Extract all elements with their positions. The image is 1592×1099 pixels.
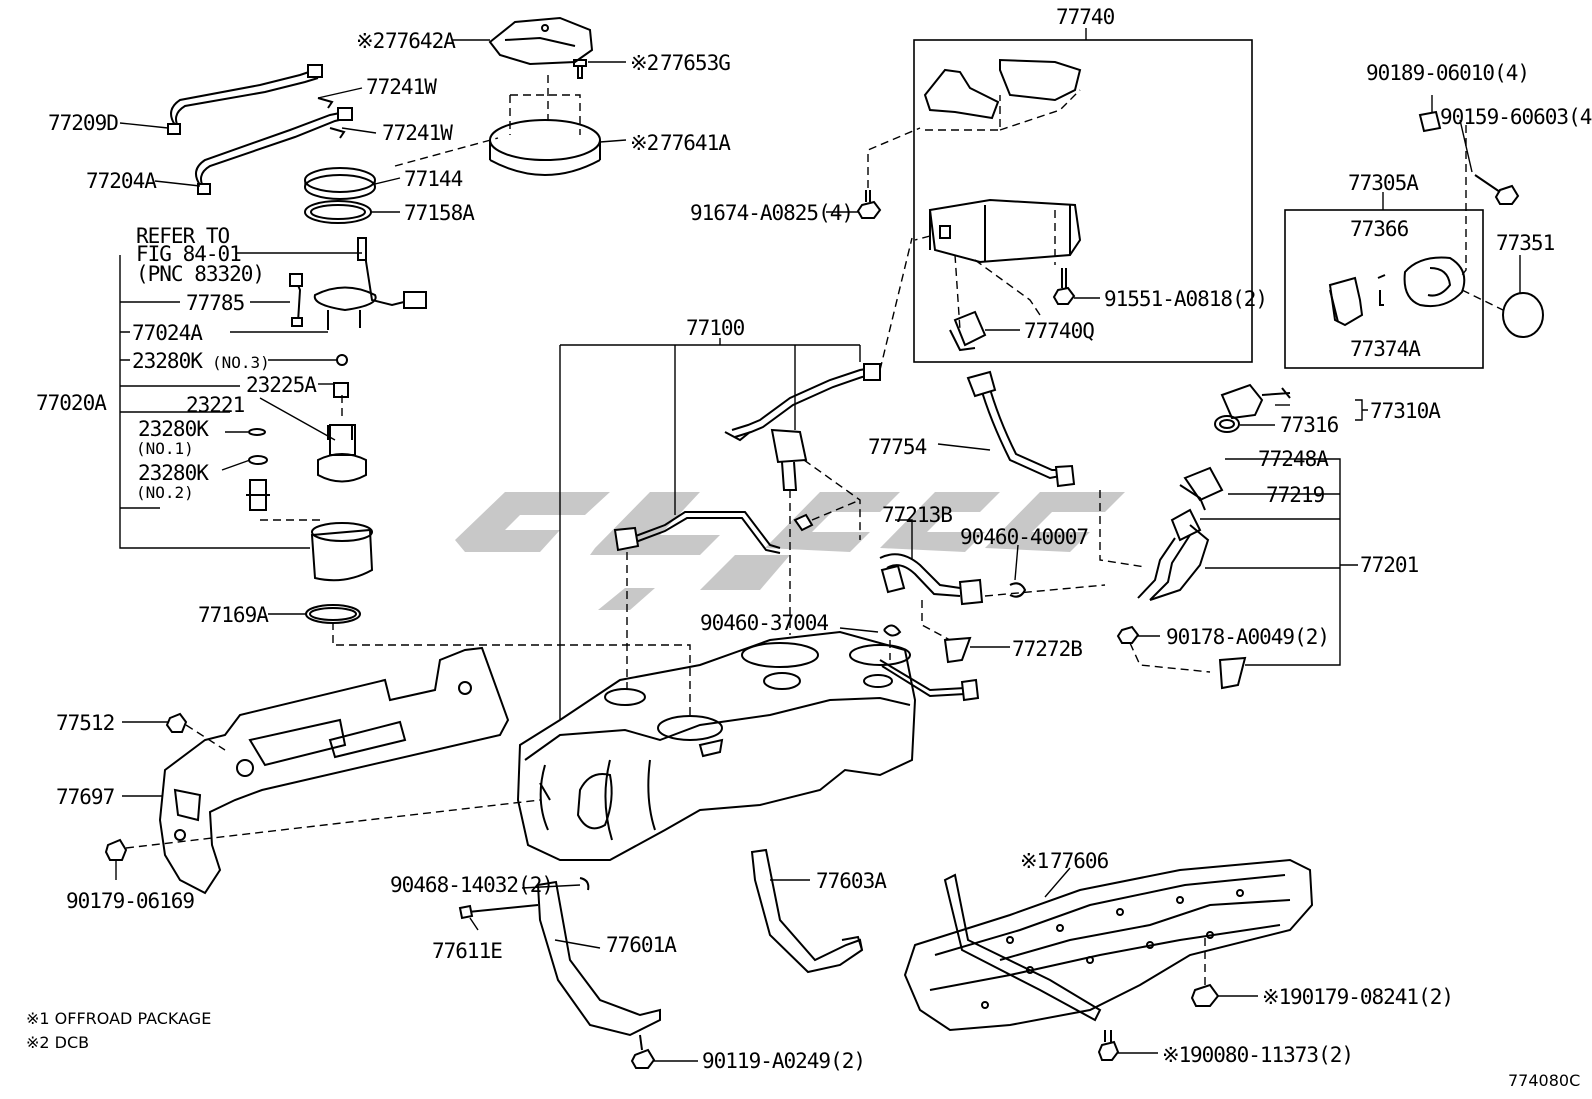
- part-labels: ※2 77642A ※2 77653G ※2 77641A 77209D 772…: [26, 5, 1592, 1090]
- tank-pipe-drawing: [613, 363, 881, 690]
- label-90460-37004: 90460-37004: [700, 611, 828, 635]
- label-77305A: 77305A: [1348, 171, 1419, 195]
- label-77603A: 77603A: [816, 869, 887, 893]
- label-77158A: 77158A: [404, 201, 475, 225]
- label-77169A: 77169A: [198, 603, 269, 627]
- label-77641A: 77641A: [660, 131, 731, 155]
- label-77248A: 77248A: [1258, 447, 1329, 471]
- label-23280K-no1: 23280K: [138, 417, 209, 441]
- label-77209D: 77209D: [48, 111, 118, 135]
- footnote-offroad: ※1 OFFROAD PACKAGE: [26, 1009, 211, 1028]
- label-77241W-upper: 77241W: [366, 75, 437, 99]
- label-77204A: 77204A: [86, 169, 157, 193]
- fuel-sender-77024A-drawing: [289, 237, 427, 330]
- label-77310A: 77310A: [1370, 399, 1441, 423]
- group-bracket-77020A: [119, 255, 310, 549]
- heat-shield-77697-drawing: [158, 646, 510, 895]
- refer-line3: (PNC 83320): [136, 262, 264, 286]
- protector-77641A-drawing: [489, 75, 601, 176]
- pump-cover-77642A-drawing: [488, 16, 594, 66]
- label-77366: 77366: [1350, 217, 1409, 241]
- gasket-77158A-drawing: [304, 200, 372, 224]
- label-23280K-no3: 23280K: [132, 349, 203, 373]
- label-90080-11373-mark: ※1: [1162, 1043, 1191, 1067]
- label-77512: 77512: [56, 711, 114, 735]
- pump-internals-drawing: [246, 354, 367, 521]
- label-77740: 77740: [1056, 5, 1115, 29]
- pump-strainer-cup-drawing: [310, 522, 374, 582]
- hoses-77754-77213B-drawing: [839, 370, 1106, 702]
- label-77020A: 77020A: [36, 391, 107, 415]
- label-no3: (NO.3): [212, 353, 270, 372]
- label-77697: 77697: [56, 785, 115, 809]
- label-90468-14032: 90468-14032(2): [390, 873, 553, 897]
- group-bracket-77100: [559, 338, 861, 720]
- label-77241W-lower: 77241W: [382, 121, 453, 145]
- tank-straps-drawing: [458, 848, 864, 1069]
- label-90460-40007: 90460-40007: [960, 525, 1088, 549]
- label-77374A: 77374A: [1350, 337, 1421, 361]
- label-77642A: 77642A: [385, 29, 456, 53]
- skid-plate-77606-drawing: [903, 858, 1314, 1061]
- label-90179-06169: 90179-06169: [66, 889, 194, 913]
- label-no2: (NO.2): [136, 483, 194, 502]
- label-77653G: 77653G: [660, 51, 730, 75]
- label-77272B: 77272B: [1012, 637, 1082, 661]
- leader-lines-top-left: [119, 39, 691, 715]
- fuel-door-77305A: [1284, 95, 1544, 369]
- refer-line2: FIG 84-01: [136, 242, 241, 266]
- fuel-tank-77100-drawing: [516, 630, 917, 861]
- label-90178-A0049: 90178-A0049(2): [1166, 625, 1329, 649]
- label-90179-08241-mark: ※1: [1262, 985, 1291, 1009]
- label-23221: 23221: [186, 393, 245, 417]
- label-91551-A0818: 91551-A0818(2): [1104, 287, 1267, 311]
- label-77316: 77316: [1280, 413, 1339, 437]
- label-77606: 77606: [1050, 849, 1109, 873]
- label-90080-11373: 90080-11373(2): [1190, 1043, 1353, 1067]
- label-77144: 77144: [404, 167, 463, 191]
- fasteners-heat-shield-drawing: [104, 712, 541, 880]
- label-77024A: 77024A: [132, 321, 203, 345]
- label-77601A: 77601A: [606, 933, 677, 957]
- label-90189-06010: 90189-06010(4): [1366, 61, 1529, 85]
- label-90159-60603: 90159-60603(4): [1440, 105, 1592, 129]
- label-77642A: ※2: [356, 29, 384, 53]
- label-23280K-no2: 23280K: [138, 461, 209, 485]
- label-77611E: 77611E: [432, 939, 502, 963]
- label-23225A: 23225A: [246, 373, 317, 397]
- label-77213B: 77213B: [882, 503, 952, 527]
- footnote-dcb: ※2 DCB: [26, 1033, 89, 1052]
- label-77100: 77100: [686, 316, 745, 340]
- label-90119-A0249: 90119-A0249(2): [702, 1049, 865, 1073]
- label-77754: 77754: [868, 435, 927, 459]
- label-77201: 77201: [1360, 553, 1419, 577]
- fuel-lines-77209D-drawing: [167, 64, 353, 195]
- label-77219: 77219: [1266, 483, 1325, 507]
- diagram-code: 774080C: [1508, 1071, 1580, 1090]
- group-bracket-77201: [1200, 399, 1368, 666]
- filler-neck-77201-drawing: [1099, 383, 1291, 690]
- label-77606-mark: ※1: [1020, 849, 1049, 873]
- label-77641A: ※2: [630, 131, 658, 155]
- label-77653G: ※2: [630, 51, 658, 75]
- bolt-77653G-drawing: [573, 59, 587, 79]
- label-77740Q: 77740Q: [1024, 319, 1094, 343]
- label-90179-08241: 90179-08241(2): [1290, 985, 1453, 1009]
- watermark-logo: [455, 492, 1125, 610]
- refer-line1: REFER TO: [136, 224, 230, 248]
- label-91674-A0825: 91674-A0825(4): [690, 201, 853, 225]
- label-77351: 77351: [1496, 231, 1555, 255]
- canister-box-77740: [826, 28, 1253, 371]
- label-77785: 77785: [186, 291, 244, 315]
- label-no1: (NO.1): [136, 439, 194, 458]
- retainer-ring-77144-drawing: [304, 167, 376, 200]
- gasket-77169A-drawing: [305, 604, 361, 624]
